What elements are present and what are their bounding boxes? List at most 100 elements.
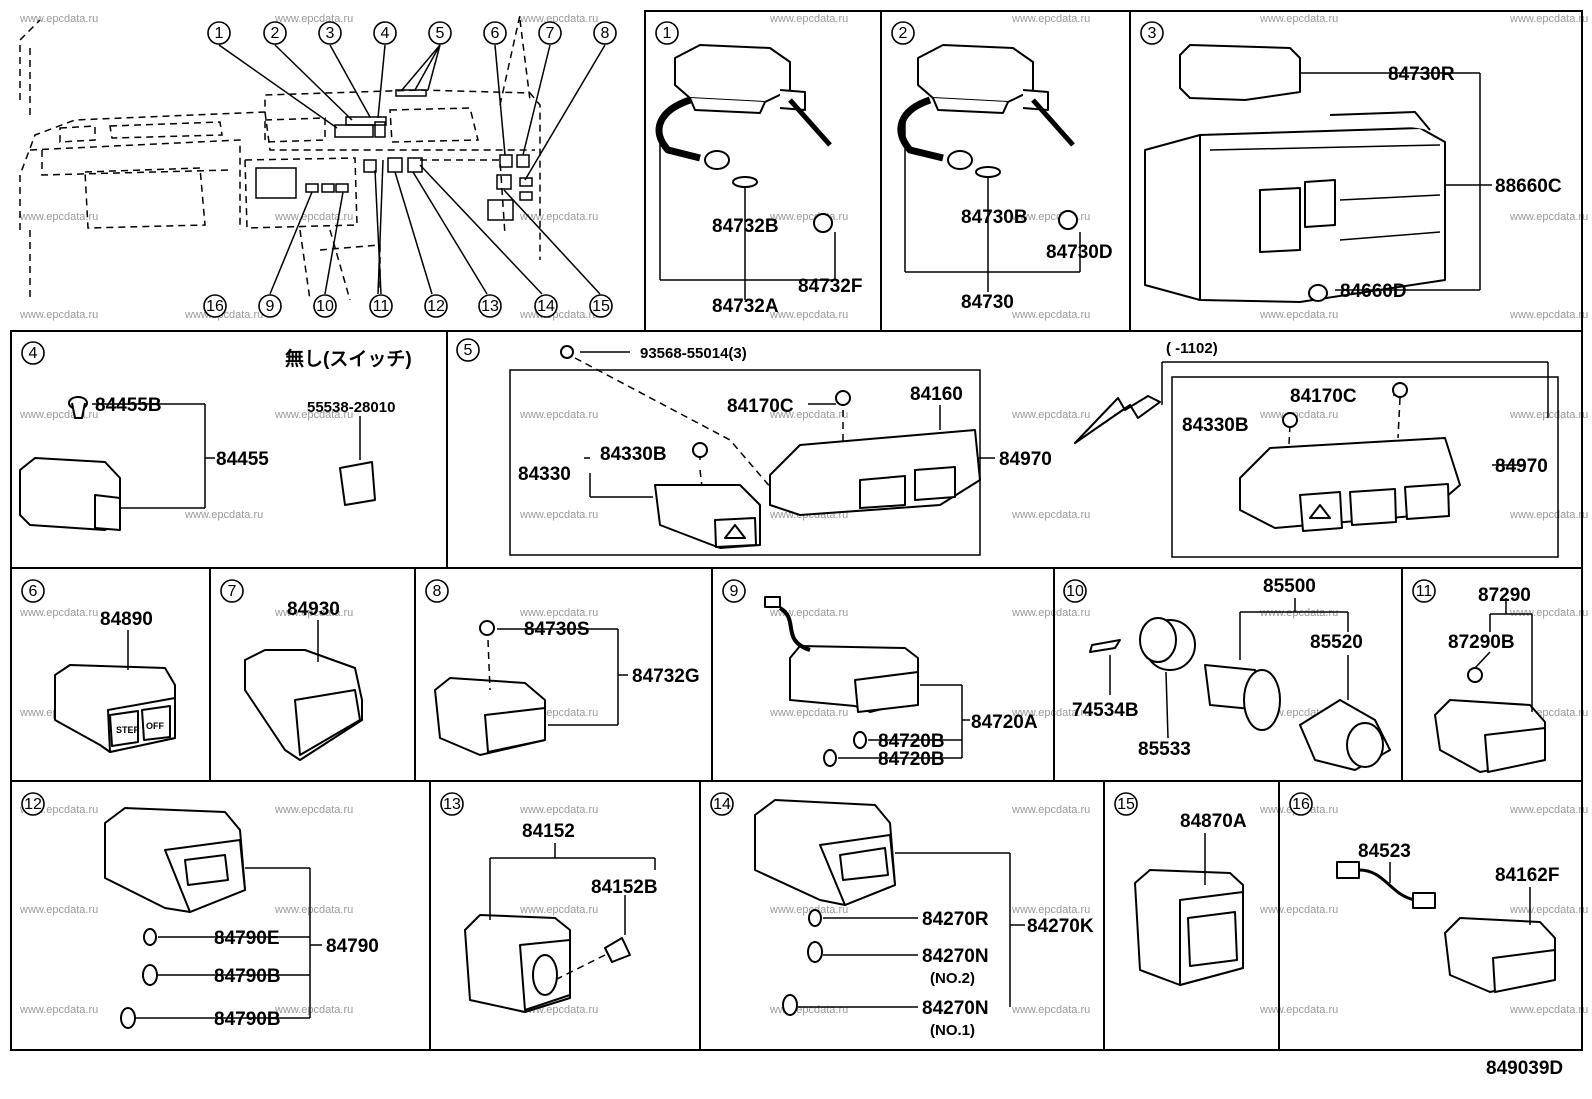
callout-number: 9 (730, 583, 739, 600)
diagram-code: 849039D (1486, 1058, 1563, 1079)
part-number-label: 84732A (712, 296, 779, 317)
watermark-text: www.epcdata.ru (274, 607, 353, 619)
watermark-text: www.epcdata.ru (769, 904, 848, 916)
watermark-text: www.epcdata.ru (19, 13, 98, 25)
part-number-label: 93568-55014(3) (640, 345, 747, 362)
panel-number-p1: 1 (655, 21, 679, 45)
part-number-label: 84930 (287, 599, 340, 620)
watermark-text: www.epcdata.ru (1011, 509, 1090, 521)
watermark-text: www.epcdata.ru (1011, 13, 1090, 25)
panel-10 (1089, 598, 1391, 771)
callout-number: 14 (713, 796, 731, 813)
watermark-text: www.epcdata.ru (1011, 409, 1090, 421)
callout-number: 12 (427, 298, 445, 315)
part-number-label: 84152 (522, 821, 575, 842)
callout-number: 8 (601, 25, 610, 42)
watermark-text: www.epcdata.ru (1509, 1004, 1588, 1016)
watermark-text: www.epcdata.ru (1509, 509, 1588, 521)
overview-callout: 15 (589, 294, 613, 318)
part-number-label: 84160 (910, 384, 963, 405)
watermark-text: www.epcdata.ru (1011, 309, 1090, 321)
part-number-label: 84730R (1388, 64, 1455, 85)
watermark-text: www.epcdata.ru (769, 309, 848, 321)
watermark-text: www.epcdata.ru (274, 904, 353, 916)
callout-number: 16 (206, 298, 224, 315)
watermark-text: www.epcdata.ru (1259, 904, 1338, 916)
part-number-label: 84270R (922, 909, 989, 930)
part-number-label: 85500 (1263, 576, 1316, 597)
watermark-text: www.epcdata.ru (274, 1004, 353, 1016)
panel-5 (509, 345, 1559, 558)
part-number-label: 84152B (591, 877, 658, 898)
callout-number: 15 (592, 298, 610, 315)
watermark-text: www.epcdata.ru (1011, 607, 1090, 619)
watermark-text: www.epcdata.ru (19, 309, 98, 321)
watermark-text: www.epcdata.ru (1011, 804, 1090, 816)
panel-number-p9: 9 (722, 579, 746, 603)
part-number-label: 84720B (878, 749, 945, 770)
callout-number: 10 (1066, 583, 1084, 600)
watermark-text: www.epcdata.ru (274, 211, 353, 223)
panel-number-p4: 4 (21, 341, 45, 365)
part-number-label: 84660D (1340, 281, 1407, 302)
watermark-text: www.epcdata.ru (769, 409, 848, 421)
overview-callout: 1 (207, 21, 231, 45)
part-number-label: (NO.2) (930, 970, 975, 987)
panel-3 (1144, 44, 1492, 303)
part-number-label: (NO.1) (930, 1022, 975, 1039)
panel-6 (54, 630, 176, 753)
watermark-text: www.epcdata.ru (19, 1004, 98, 1016)
overview-callout: 3 (318, 21, 342, 45)
callout-number: 1 (663, 25, 672, 42)
callout-number: 3 (326, 25, 335, 42)
panel-14 (754, 799, 1025, 1016)
part-number-label: 84730 (961, 292, 1014, 313)
panel-9 (764, 596, 970, 767)
part-number-label: 88660C (1495, 176, 1562, 197)
watermark-text: www.epcdata.ru (1509, 607, 1588, 619)
watermark-text: www.epcdata.ru (519, 509, 598, 521)
watermark-text: www.epcdata.ru (1509, 211, 1588, 223)
part-number-label: 84870A (1180, 811, 1247, 832)
watermark-text: www.epcdata.ru (519, 804, 598, 816)
panel-number-p16: 16 (1289, 792, 1313, 816)
callout-number: 6 (491, 25, 500, 42)
watermark-text: www.epcdata.ru (769, 1004, 848, 1016)
part-number-label: 84330B (600, 444, 667, 465)
panel-12 (104, 807, 322, 1029)
part-number-label: 84170C (1290, 386, 1357, 407)
callout-number: 4 (29, 345, 38, 362)
part-number-label: 84270K (1027, 916, 1094, 937)
part-number-label: ( -1102) (1166, 340, 1218, 357)
overview-callout: 7 (538, 21, 562, 45)
watermark-text: www.epcdata.ru (1011, 904, 1090, 916)
part-number-label: 84720B (878, 731, 945, 752)
callout-number: 15 (1117, 796, 1135, 813)
callout-number: 7 (228, 583, 237, 600)
panel-13 (464, 843, 656, 1013)
part-number-label: 87290B (1448, 632, 1515, 653)
part-number-label: 無し(スイッチ) (285, 347, 412, 370)
panel-number-p11: 11 (1412, 579, 1436, 603)
panel-2 (897, 44, 1081, 292)
callout-number: 5 (464, 342, 473, 359)
callout-number: 8 (433, 583, 442, 600)
watermark-text: www.epcdata.ru (1259, 13, 1338, 25)
panel-number-p3: 3 (1140, 21, 1164, 45)
part-number-label: 84732G (632, 666, 700, 687)
watermark-text: www.epcdata.ru (19, 904, 98, 916)
panel-7 (244, 620, 363, 761)
watermark-text: www.epcdata.ru (519, 13, 598, 25)
callout-number: 5 (436, 25, 445, 42)
watermark-text: www.epcdata.ru (274, 13, 353, 25)
step-button-label: STEP (116, 725, 140, 735)
panel-number-p6: 6 (21, 579, 45, 603)
part-number-label: 87290 (1478, 585, 1531, 606)
callout-number: 1 (215, 25, 224, 42)
part-number-label: 84790 (326, 936, 379, 957)
part-number-label: 84732B (712, 216, 779, 237)
part-number-label: 84270N (922, 946, 989, 967)
